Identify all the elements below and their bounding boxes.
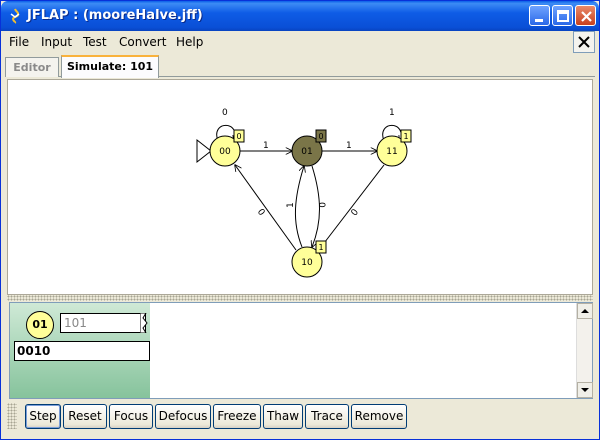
transition-label-11-10: 0 xyxy=(350,207,362,218)
close-tab-button[interactable] xyxy=(573,31,595,53)
output-field: 0010 xyxy=(14,341,150,361)
transition-label-00-01: 1 xyxy=(263,141,269,151)
menu-test[interactable]: Test xyxy=(83,35,107,49)
output-label-01: 0 xyxy=(318,132,323,141)
automaton-graph: 0 1 1 1 0 0 1 0 00 xyxy=(196,108,412,278)
maximize-button[interactable] xyxy=(552,5,573,26)
state-label-00: 00 xyxy=(219,147,231,157)
output-badge-11 xyxy=(400,129,412,143)
window-title: JFLAP : (mooreHalve.jff) xyxy=(27,8,203,23)
close-button[interactable] xyxy=(575,5,596,26)
tab-editor[interactable]: Editor xyxy=(5,57,59,77)
focus-button[interactable]: Focus xyxy=(109,404,153,429)
transition-01-10[interactable] xyxy=(312,165,320,247)
close-icon xyxy=(578,36,590,48)
state-label-11: 11 xyxy=(386,147,397,157)
output-label-11: 1 xyxy=(403,132,408,141)
configuration-card[interactable]: 01 101 0010 xyxy=(10,303,150,398)
step-button[interactable]: Step xyxy=(25,404,61,429)
output-badge-00 xyxy=(233,129,245,143)
tape-torn-edge-icon xyxy=(140,313,148,333)
state-10[interactable]: 10 1 xyxy=(291,240,327,278)
remaining-input-tape: 101 xyxy=(60,313,146,333)
trace-button[interactable]: Trace xyxy=(305,404,349,429)
freeze-button[interactable]: Freeze xyxy=(213,404,261,429)
thaw-button[interactable]: Thaw xyxy=(263,404,303,429)
output-label-10: 1 xyxy=(318,243,323,252)
transition-label-10-00: 0 xyxy=(255,207,267,218)
output-badge-01 xyxy=(315,129,327,143)
scroll-up-button[interactable] xyxy=(577,303,593,319)
transition-10-00[interactable] xyxy=(235,165,297,251)
remove-button[interactable]: Remove xyxy=(351,404,407,429)
transition-11-10[interactable] xyxy=(318,164,385,251)
jflap-app-icon xyxy=(10,8,20,24)
maximize-icon xyxy=(557,10,569,22)
defocus-button[interactable]: Defocus xyxy=(155,404,211,429)
state-00[interactable]: 00 0 xyxy=(209,129,245,167)
scroll-down-button[interactable] xyxy=(577,382,593,398)
automaton-canvas[interactable]: 0 1 1 1 0 0 1 0 00 xyxy=(7,79,593,295)
menu-help[interactable]: Help xyxy=(176,35,204,49)
config-state: 01 xyxy=(26,311,54,339)
menu-input[interactable]: Input xyxy=(41,35,73,49)
state-11[interactable]: 11 1 xyxy=(376,129,412,167)
state-01[interactable]: 01 0 xyxy=(291,129,327,167)
menu-convert[interactable]: Convert xyxy=(119,35,167,49)
transitions: 0 1 1 1 0 0 1 0 xyxy=(216,108,402,251)
minimize-icon xyxy=(535,19,543,22)
close-icon xyxy=(581,11,592,22)
tab-simulate[interactable]: Simulate: 101 xyxy=(61,55,159,78)
state-label-10: 10 xyxy=(301,258,313,268)
minimize-button[interactable] xyxy=(529,5,550,26)
tab-strip: Editor Simulate: 101 xyxy=(5,55,595,78)
state-label-01: 01 xyxy=(301,147,312,157)
arrow-up-icon xyxy=(581,309,589,313)
transition-label-10-01: 1 xyxy=(286,202,296,208)
transition-label-01-11: 1 xyxy=(346,141,352,151)
output-badge-10 xyxy=(315,240,327,254)
title-bar[interactable]: JFLAP : (mooreHalve.jff) xyxy=(1,1,599,31)
split-pane-divider[interactable] xyxy=(7,295,593,301)
menu-file[interactable]: File xyxy=(9,35,30,49)
transition-label-00-00: 0 xyxy=(222,108,228,118)
configuration-panel: 01 101 0010 xyxy=(9,302,593,399)
arrow-down-icon xyxy=(581,388,589,392)
toolbar-grip[interactable] xyxy=(7,403,17,429)
initial-state-marker xyxy=(196,138,212,164)
simulation-toolbar: Step Reset Focus Defocus Freeze Thaw Tra… xyxy=(5,401,595,433)
transition-label-11-11: 1 xyxy=(389,108,395,118)
output-label-00: 0 xyxy=(236,132,241,141)
vertical-scrollbar[interactable] xyxy=(576,303,593,398)
transition-10-01[interactable] xyxy=(295,166,304,248)
reset-button[interactable]: Reset xyxy=(63,404,107,429)
transition-label-01-10: 0 xyxy=(316,202,326,208)
menu-bar: File Input Test Convert Help xyxy=(1,31,599,53)
